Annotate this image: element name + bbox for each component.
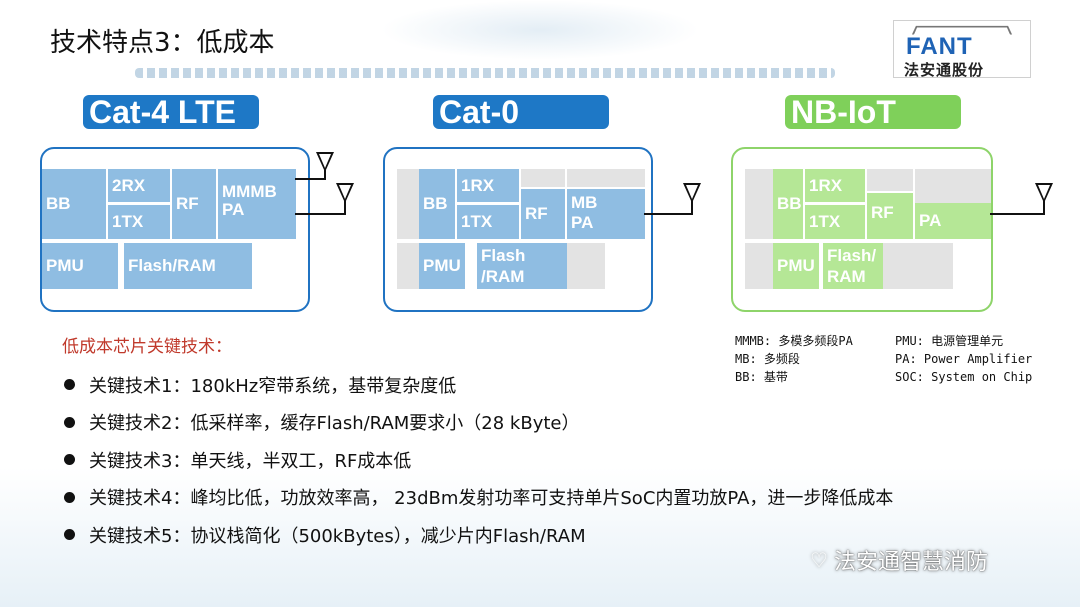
nbiot-flash-line1: Flash/ xyxy=(827,246,877,265)
nbiot-tx-block: 1TX xyxy=(805,205,865,239)
tag-nbiot: NB-IoT xyxy=(785,95,961,129)
list-item: 关键技术4：峰均比低，功放效率高， 23dBm发射功率可支持单片SoC内置功放P… xyxy=(60,479,893,517)
bullet-icon xyxy=(64,529,75,541)
cat0-pa-line2: PA xyxy=(571,213,594,232)
nbiot-gray-fill-5 xyxy=(883,243,953,289)
cat0-rf-block: RF xyxy=(521,189,565,239)
antenna-icon xyxy=(316,152,334,172)
cat0-gray-fill-2 xyxy=(521,169,565,187)
bullet-text: 关键技术3：单天线，半双工，RF成本低 xyxy=(89,450,412,472)
nbiot-bb-block: BB xyxy=(773,169,803,239)
nbiot-flash-block: Flash/ RAM xyxy=(823,243,883,289)
cat4-flash-block: Flash/RAM xyxy=(124,243,252,289)
bullet-icon xyxy=(64,454,75,466)
bullet-list: 关键技术1：180kHz窄带系统，基带复杂度低 关键技术2：低采样率，缓存Fla… xyxy=(60,366,893,554)
nbiot-rx-block: 1RX xyxy=(805,169,865,202)
background-wave xyxy=(0,467,1080,607)
cat4-rx-block: 2RX xyxy=(108,169,170,202)
legend-item: BB: 基带 xyxy=(735,370,788,384)
list-item: 关键技术1：180kHz窄带系统，基带复杂度低 xyxy=(60,366,893,404)
nbiot-gray-fill-2 xyxy=(867,169,913,191)
cat0-flash-block: Flash /RAM xyxy=(477,243,567,289)
nbiot-pmu-block: PMU xyxy=(773,243,819,289)
panel-cat0: BB 1RX 1TX RF MB PA PMU Flash /RAM xyxy=(383,147,653,312)
cat4-pa-line2: PA xyxy=(222,200,245,219)
watermark: ♡ 法安通智慧消防 xyxy=(810,544,988,576)
legend-item: PA: Power Amplifier xyxy=(895,352,1033,366)
watermark-text: 法安通智慧消防 xyxy=(833,550,988,575)
antenna-icon xyxy=(1035,183,1053,203)
cat0-pa-block: MB PA xyxy=(567,189,645,239)
subtitle: 低成本芯片关键技术： xyxy=(62,337,232,357)
legend-item: SOC: System on Chip xyxy=(895,370,1033,384)
cat0-bb-block: BB xyxy=(419,169,455,239)
bullet-text: 关键技术4：峰均比低，功放效率高， 23dBm发射功率可支持单片SoC内置功放P… xyxy=(89,488,894,510)
bullet-text: 关键技术2：低采样率，缓存Flash/RAM要求小（28 kByte） xyxy=(89,413,580,435)
cat4-rf-block: RF xyxy=(172,169,216,239)
cat0-gray-fill-3 xyxy=(567,169,645,187)
tag-cat4: Cat-4 LTE xyxy=(83,95,259,129)
list-item: 关键技术3：单天线，半双工，RF成本低 xyxy=(60,441,893,479)
nbiot-wire-2 xyxy=(1043,200,1045,215)
legend-item: PMU: 电源管理单元 xyxy=(895,334,1004,348)
legend-item: MMMB: 多模多频段PA xyxy=(735,334,853,348)
bullet-icon xyxy=(64,491,75,503)
cat0-gray-fill-1 xyxy=(397,169,419,239)
tag-cat0: Cat-0 xyxy=(433,95,609,129)
background-top-decoration xyxy=(380,0,700,60)
cat4-wire-4 xyxy=(344,200,346,215)
slide-title: 技术特点3：低成本 xyxy=(50,28,275,58)
cat0-pa-line1: MB xyxy=(571,193,598,212)
logo-mark: FANT xyxy=(906,33,973,60)
cat4-pa-block: MMMB PA xyxy=(218,169,296,239)
cat0-tx-block: 1TX xyxy=(457,205,519,239)
bullet-text: 关键技术5：协议栈简化（500kBytes），减少片内Flash/RAM xyxy=(89,525,586,547)
nbiot-gray-fill-1 xyxy=(745,169,773,239)
legend-left-column: MMMB: 多模多频段PA MB: 多频段 BB: 基带 xyxy=(735,332,853,386)
cat0-gray-fill-5 xyxy=(567,243,605,289)
panel-cat4: BB 2RX 1TX RF MMMB PA PMU Flash/RAM xyxy=(40,147,310,312)
panel-nbiot: BB 1RX 1TX RF PA PMU Flash/ RAM xyxy=(731,147,993,312)
cat4-wire-1 xyxy=(295,178,325,180)
legend-item: MB: 多频段 xyxy=(735,352,800,366)
cat4-wire-3 xyxy=(295,213,345,215)
nbiot-flash-line2: RAM xyxy=(827,267,866,286)
wechat-icon: ♡ xyxy=(810,548,828,572)
cat0-flash-line1: Flash xyxy=(481,246,526,265)
logo-name: 法安通股份 xyxy=(904,61,985,79)
bullet-icon xyxy=(64,379,75,391)
cat0-rx-block: 1RX xyxy=(457,169,519,202)
cat0-wire-2 xyxy=(691,200,693,215)
cat4-wire-2 xyxy=(324,170,326,180)
company-logo: FANT 法安通股份 xyxy=(893,20,1031,79)
antenna-icon xyxy=(683,183,701,203)
cat4-pa-line1: MMMB xyxy=(222,182,277,201)
cat4-pmu-block: PMU xyxy=(42,243,118,289)
nbiot-gray-fill-3 xyxy=(915,169,991,203)
nbiot-gray-fill-4 xyxy=(745,243,773,289)
antenna-icon xyxy=(336,183,354,203)
list-item: 关键技术2：低采样率，缓存Flash/RAM要求小（28 kByte） xyxy=(60,404,893,442)
nbiot-pa-block: PA xyxy=(915,203,991,239)
nbiot-rf-block: RF xyxy=(867,193,913,239)
cat0-gray-fill-4 xyxy=(397,243,419,289)
nbiot-wire-1 xyxy=(990,213,1044,215)
cat4-bb-block: BB xyxy=(42,169,106,239)
cat4-tx-block: 1TX xyxy=(108,205,170,239)
legend-right-column: PMU: 电源管理单元 PA: Power Amplifier SOC: Sys… xyxy=(895,332,1032,386)
cat0-wire-1 xyxy=(644,213,692,215)
cat0-pmu-block: PMU xyxy=(419,243,465,289)
bullet-icon xyxy=(64,416,75,428)
list-item: 关键技术5：协议栈简化（500kBytes），减少片内Flash/RAM xyxy=(60,516,893,554)
title-rule-decoration xyxy=(135,68,835,78)
bullet-text: 关键技术1：180kHz窄带系统，基带复杂度低 xyxy=(89,375,457,397)
cat0-flash-line2: /RAM xyxy=(481,267,525,286)
